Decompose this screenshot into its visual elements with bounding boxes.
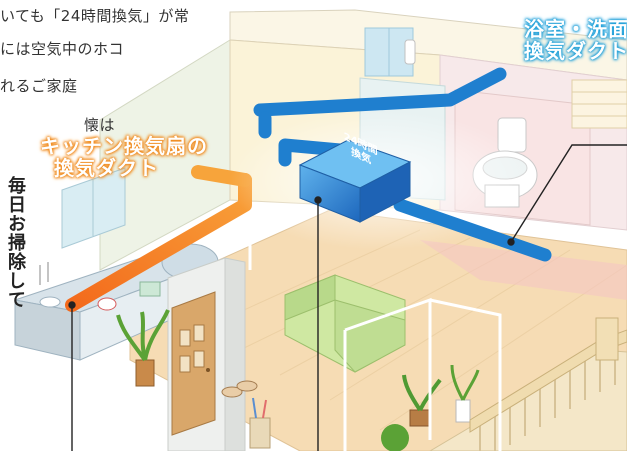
kitchen-window <box>61 167 126 249</box>
ventilation-unit <box>298 139 412 223</box>
intro-line-3: れるご家庭 <box>0 77 78 95</box>
plant-kitchen <box>116 309 170 387</box>
bathroom-duct-label-line-1: 浴室・洗面 <box>524 17 627 41</box>
bathroom-duct-label-line-2: 換気ダクト <box>524 39 627 63</box>
balcony-railing <box>429 317 627 451</box>
vertical-note: 毎日お掃除して <box>5 176 26 309</box>
leader-lines <box>68 144 627 451</box>
intro-line-2: には空気中のホコ <box>0 40 125 58</box>
intro-line-1: いても「24時間換気」が常 <box>0 7 190 25</box>
kitchen-duct-label-line-2: 換気ダクト <box>54 156 159 180</box>
entrance-items <box>221 380 271 449</box>
kitchen-duct-label: キッチン換気扇の 換気ダクト <box>40 135 208 179</box>
front-door <box>171 291 216 436</box>
kitchen-duct-label-line-1: キッチン換気扇の <box>40 134 208 158</box>
sofa <box>284 274 406 373</box>
bathroom-duct-label: 浴室・洗面 換気ダクト <box>524 18 627 62</box>
intro-line-4: 懐は <box>84 116 116 134</box>
